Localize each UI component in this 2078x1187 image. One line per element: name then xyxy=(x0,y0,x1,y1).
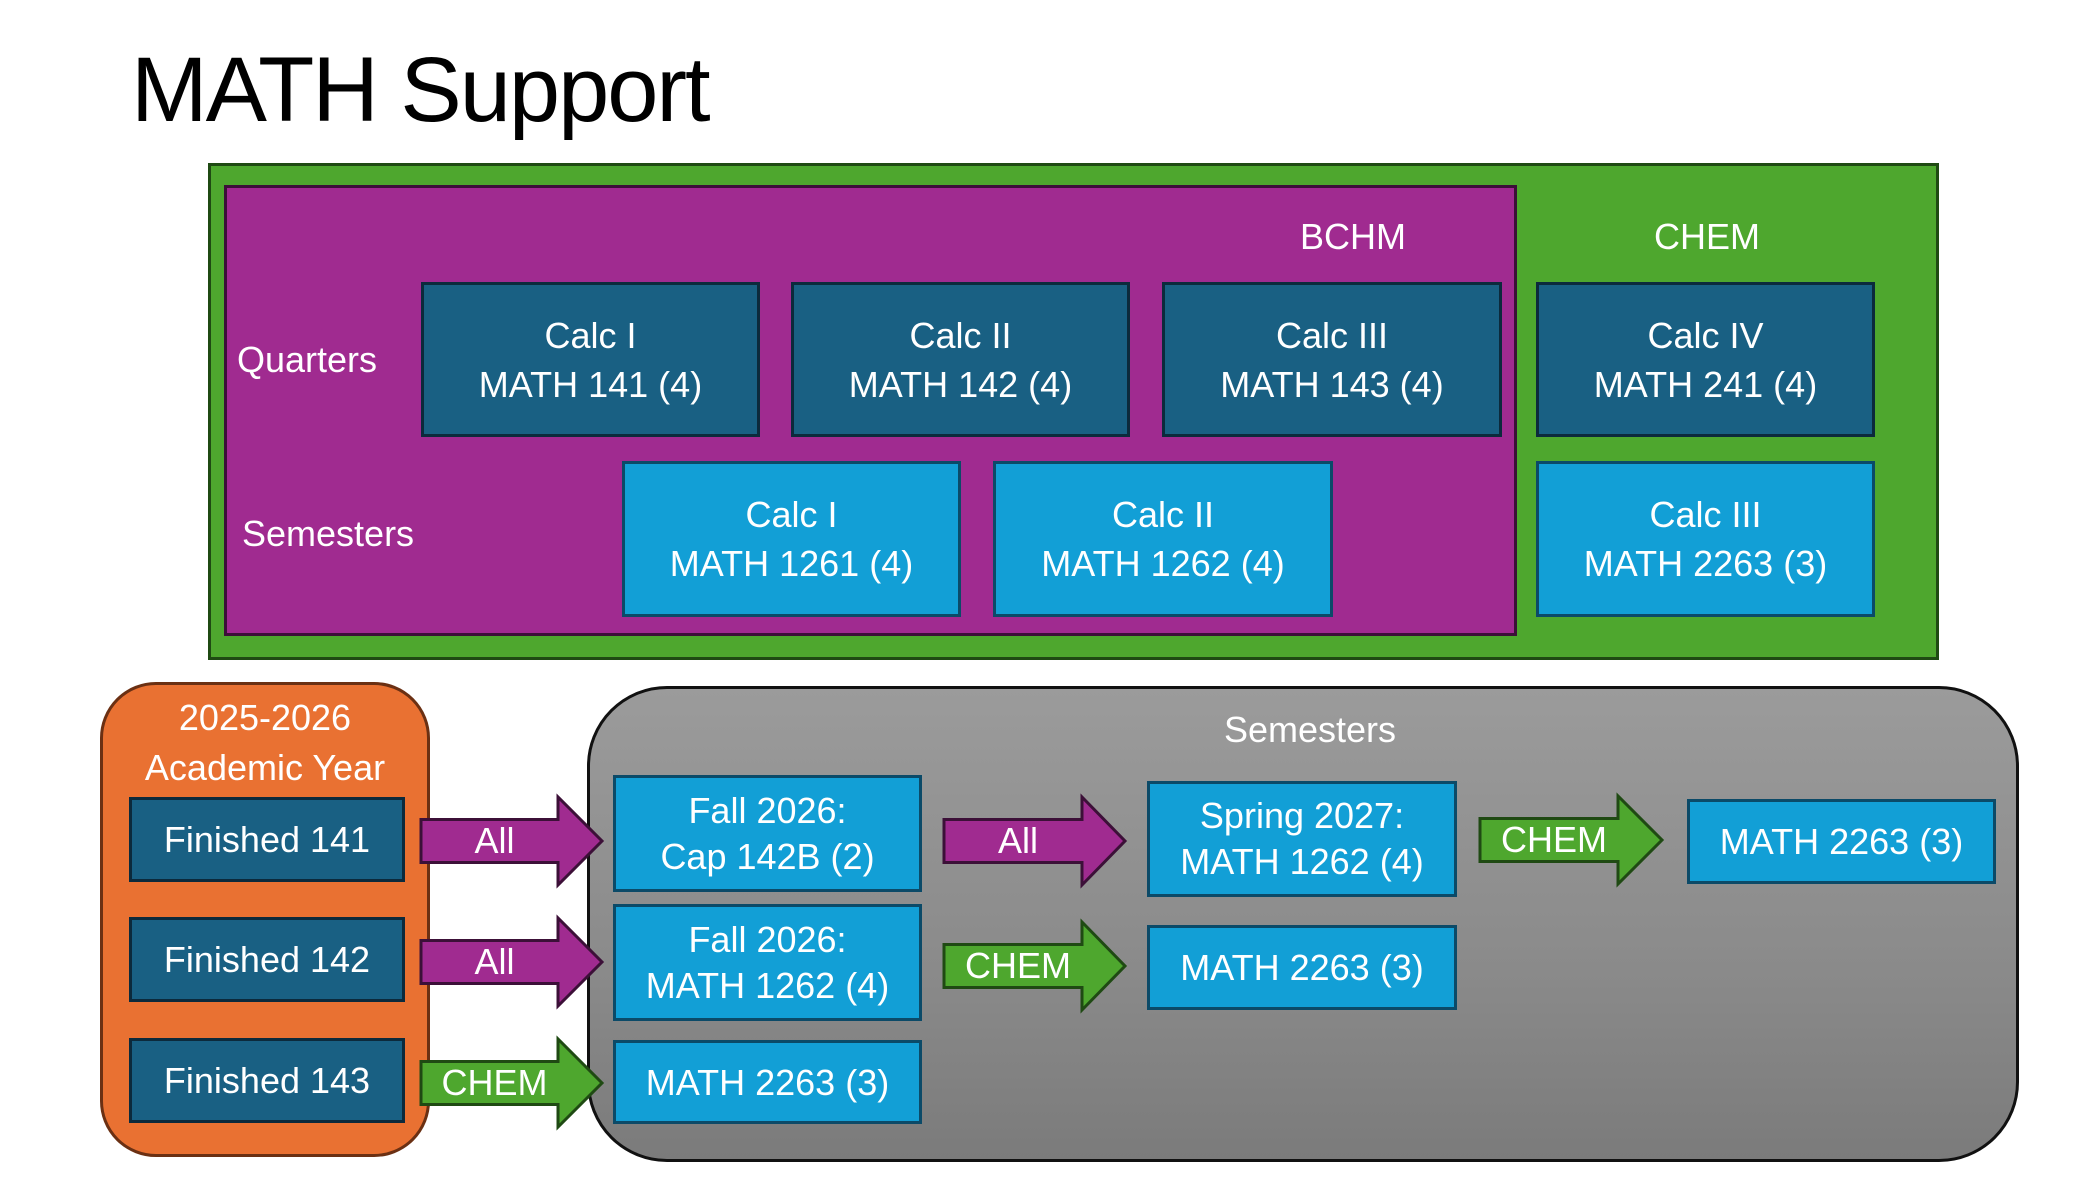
course-name: Calc III xyxy=(1649,494,1762,535)
finished-box: Finished 143 xyxy=(129,1038,405,1123)
course-name: Calc II xyxy=(909,314,1012,356)
course-code: MATH 1261 (4) xyxy=(669,543,914,584)
arrow-shape xyxy=(1478,792,1665,888)
arrow-all xyxy=(419,914,605,1010)
arrow-chem xyxy=(942,918,1128,1014)
course-code: MATH 2263 (3) xyxy=(1583,543,1828,584)
term-label: Spring 2027: xyxy=(1199,795,1405,836)
course-code: MATH 1262 (4) xyxy=(1180,841,1424,882)
course-code: Cap 142B (2) xyxy=(660,835,875,877)
bchm-label: BCHM xyxy=(1300,216,1406,257)
arrow-chem xyxy=(419,1035,605,1131)
fall-course-box: Fall 2026: Cap 142B (2) xyxy=(613,775,922,892)
course-code: MATH 143 (4) xyxy=(1220,363,1444,405)
arrow-label: All xyxy=(997,820,1038,861)
arrow-all xyxy=(419,793,605,889)
arrow-shape xyxy=(419,914,605,1010)
term-label: Fall 2026: xyxy=(688,789,847,831)
semesters-row-label: Semesters xyxy=(242,513,415,554)
academic-year-title: 2025-2026 Academic Year xyxy=(100,693,430,793)
course-code: MATH 1262 (4) xyxy=(1041,543,1285,584)
arrow-shape xyxy=(942,793,1128,889)
term-label: Fall 2026: xyxy=(688,918,847,960)
academic-year-label: Academic Year xyxy=(144,747,386,788)
academic-year-range: 2025-2026 xyxy=(178,697,352,738)
fall-course-box: MATH 2263 (3) xyxy=(613,1040,922,1124)
spring-alt-course-box: MATH 2263 (3) xyxy=(1147,925,1457,1010)
arrow-chem xyxy=(1478,792,1665,888)
final-course-box: MATH 2263 (3) xyxy=(1687,799,1996,884)
semester-course-box: Calc III MATH 2263 (3) xyxy=(1536,461,1875,617)
arrow-label: CHEM xyxy=(965,945,1071,986)
page-title: MATH Support xyxy=(131,39,711,141)
course-code: MATH 241 (4) xyxy=(1593,363,1818,405)
spring-course-box: Spring 2027: MATH 1262 (4) xyxy=(1147,781,1457,897)
course-name: Calc III xyxy=(1275,314,1389,356)
fall-course-box: Fall 2026: MATH 1262 (4) xyxy=(613,904,922,1021)
arrow-label: CHEM xyxy=(441,1062,548,1103)
quarter-course-box: Calc IV MATH 241 (4) xyxy=(1536,282,1875,437)
course-name: Calc II xyxy=(1111,494,1215,535)
course-code: MATH 141 (4) xyxy=(478,363,703,405)
course-code: MATH 2263 (3) xyxy=(645,1061,890,1103)
course-name: Calc IV xyxy=(1647,314,1764,356)
arrow-label: All xyxy=(474,941,515,982)
arrow-label: All xyxy=(474,820,515,861)
arrow-shape xyxy=(419,1035,605,1131)
course-name: Calc I xyxy=(745,494,838,535)
arrow-label: CHEM xyxy=(1501,819,1607,860)
arrow-all xyxy=(942,793,1128,889)
course-code: MATH 1262 (4) xyxy=(645,964,890,1006)
semester-course-box: Calc I MATH 1261 (4) xyxy=(622,461,961,617)
quarter-course-box: Calc I MATH 141 (4) xyxy=(421,282,760,437)
quarter-course-box: Calc II MATH 142 (4) xyxy=(791,282,1130,437)
quarters-row-label: Quarters xyxy=(237,339,378,380)
course-name: Calc I xyxy=(544,314,637,356)
arrow-shape xyxy=(419,793,605,889)
finished-box: Finished 141 xyxy=(129,797,405,882)
quarter-course-box: Calc III MATH 143 (4) xyxy=(1162,282,1502,437)
semesters-panel-label: Semesters xyxy=(1223,709,1397,750)
course-code: MATH 142 (4) xyxy=(848,363,1073,405)
arrow-shape xyxy=(942,918,1128,1014)
semester-course-box: Calc II MATH 1262 (4) xyxy=(993,461,1333,617)
chem-label: CHEM xyxy=(1654,216,1760,257)
finished-box: Finished 142 xyxy=(129,917,405,1002)
